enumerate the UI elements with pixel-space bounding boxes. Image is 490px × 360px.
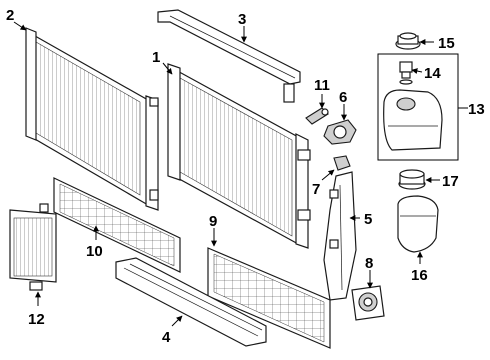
callout-4: 4 (162, 329, 171, 346)
leader-lines (13, 21, 468, 327)
callout-14: 14 (424, 65, 441, 82)
tank-plug (399, 61, 413, 85)
callout-5: 5 (364, 211, 372, 228)
callout-17: 17 (442, 173, 459, 190)
callout-2: 2 (6, 7, 14, 24)
callout-15: 15 (438, 35, 455, 52)
temperature-sensor (305, 107, 329, 125)
callout-labels: 1 2 3 4 5 6 7 8 9 10 11 12 13 14 15 16 1… (6, 7, 485, 346)
mount-bushing (351, 285, 385, 321)
expansion-tank-lower (397, 195, 439, 253)
radiator-rear (25, 27, 159, 211)
expansion-tank-upper (383, 89, 443, 151)
callout-6: 6 (339, 89, 347, 106)
top-air-deflector (157, 9, 301, 103)
callout-11: 11 (314, 77, 330, 94)
air-guide-panel-lower-right (207, 247, 331, 349)
filler-cap-upper (395, 32, 421, 50)
callout-16: 16 (411, 267, 428, 284)
callout-7: 7 (312, 181, 320, 198)
callout-3: 3 (238, 11, 246, 28)
air-guide-panel-lower-left (53, 177, 181, 273)
callout-8: 8 (365, 255, 373, 272)
side-seal-bracket (323, 171, 357, 301)
callout-13: 13 (468, 101, 485, 118)
callout-12: 12 (28, 311, 45, 328)
callout-1: 1 (152, 49, 160, 66)
lower-air-deflector (115, 257, 267, 347)
retaining-clip (333, 155, 351, 171)
callout-10: 10 (86, 243, 103, 260)
coolant-connector (323, 119, 357, 145)
filler-cap-lower (398, 169, 426, 190)
auxiliary-radiator (9, 203, 57, 291)
callout-9: 9 (209, 213, 217, 230)
radiator-front (167, 63, 311, 249)
